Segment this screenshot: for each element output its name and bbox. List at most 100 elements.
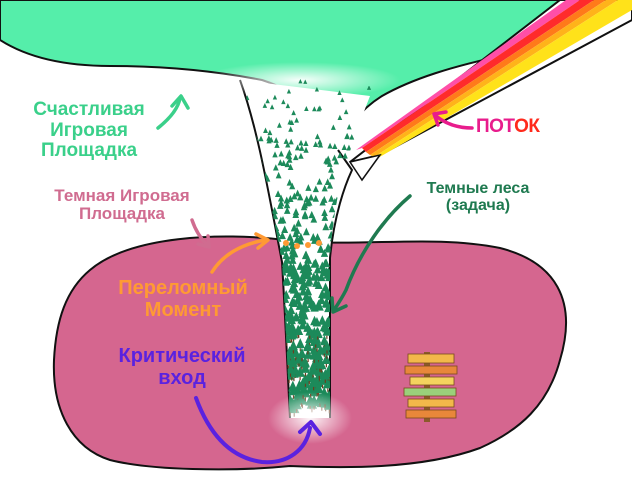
tree-icon bbox=[300, 356, 310, 367]
tree-icon bbox=[303, 341, 313, 352]
tree-icon bbox=[342, 152, 348, 159]
tree-icon bbox=[275, 171, 282, 179]
tree-icon bbox=[272, 151, 278, 158]
tree-icon bbox=[320, 248, 329, 257]
tree-icon bbox=[327, 142, 333, 149]
label-line: Счастливая bbox=[33, 99, 145, 120]
tree-icon bbox=[294, 189, 301, 197]
tree-icon bbox=[292, 210, 300, 219]
tree-icon bbox=[266, 135, 272, 141]
tree-icon bbox=[267, 129, 273, 136]
tree-icon bbox=[329, 172, 335, 180]
tree-icon bbox=[298, 275, 307, 285]
tree-icon bbox=[354, 138, 361, 145]
tree-icon bbox=[294, 117, 299, 123]
tree-icon bbox=[265, 98, 270, 104]
tree-icon bbox=[290, 249, 298, 258]
tree-icon bbox=[263, 127, 269, 133]
tree-icon bbox=[285, 362, 296, 374]
tree-trunk bbox=[327, 388, 329, 392]
tree-icon bbox=[323, 157, 329, 164]
label-flow-tail: ОК bbox=[514, 116, 540, 137]
tree-trunk bbox=[293, 377, 295, 382]
tree-trunk bbox=[320, 369, 323, 373]
tree-icon bbox=[319, 198, 326, 206]
tree-icon bbox=[313, 382, 324, 394]
tree-icon bbox=[283, 243, 291, 252]
label-flow: ПОТОК bbox=[476, 116, 540, 138]
label-line: Переломный bbox=[118, 277, 248, 299]
tree-icon bbox=[287, 119, 293, 125]
tree-icon bbox=[322, 317, 332, 327]
tree-icon bbox=[290, 223, 298, 232]
tree-icon bbox=[321, 282, 330, 292]
tree-icon bbox=[314, 299, 323, 309]
tree-icon bbox=[288, 340, 298, 351]
label-line: Момент bbox=[144, 298, 222, 321]
tree-icon bbox=[281, 258, 290, 268]
tree-icon bbox=[289, 182, 296, 190]
tree-icon bbox=[304, 254, 312, 264]
tree-icon bbox=[313, 264, 322, 274]
tree-icon bbox=[309, 300, 318, 310]
tree-icon bbox=[281, 99, 286, 105]
tree-icon bbox=[301, 210, 309, 218]
tree-trunk bbox=[297, 334, 299, 338]
tree-trunk bbox=[297, 362, 299, 366]
tree-icon bbox=[328, 166, 334, 173]
tree-icon bbox=[305, 325, 315, 336]
tree-icon bbox=[288, 255, 297, 264]
label-line: вход bbox=[158, 366, 206, 389]
tree-icon bbox=[280, 159, 287, 166]
label-flow-main: ПОТ bbox=[476, 116, 515, 137]
tree-icon bbox=[296, 236, 304, 245]
tree-icon bbox=[272, 164, 279, 171]
tree-icon bbox=[298, 152, 304, 159]
tree-icon bbox=[324, 243, 332, 252]
tree-icon bbox=[291, 346, 301, 358]
label-line: Площадка bbox=[79, 204, 165, 224]
tree-icon bbox=[282, 289, 291, 299]
tree-icon bbox=[301, 201, 308, 209]
tree-trunk bbox=[295, 357, 297, 361]
tree-icon bbox=[284, 321, 294, 332]
tree-icon bbox=[326, 160, 333, 167]
tree-icon bbox=[288, 241, 297, 250]
tree-trunk bbox=[289, 373, 292, 377]
label-dark-playground: Темная Игровая Площадка bbox=[22, 186, 222, 224]
turning-point-arrow bbox=[210, 238, 268, 274]
tree-icon bbox=[286, 88, 292, 94]
tree-icon bbox=[286, 156, 293, 163]
tree-icon bbox=[297, 347, 307, 359]
tree-icon bbox=[281, 225, 289, 234]
tree-icon bbox=[305, 184, 312, 191]
tree-icon bbox=[283, 206, 291, 214]
critical-entry-arrow bbox=[194, 396, 312, 465]
tree-icon bbox=[322, 258, 330, 267]
tree-icon bbox=[273, 137, 279, 143]
tree-icon bbox=[312, 106, 317, 112]
tree-icon bbox=[302, 291, 311, 301]
tree-icon bbox=[311, 334, 321, 345]
tree-trunk bbox=[287, 365, 289, 369]
tree-trunk bbox=[326, 355, 328, 359]
tree-trunk bbox=[324, 379, 326, 383]
tree-icon bbox=[328, 205, 336, 213]
tree-icon bbox=[279, 216, 287, 224]
tree-icon bbox=[288, 237, 296, 246]
tree-trunk bbox=[326, 350, 328, 354]
tree-icon bbox=[298, 314, 308, 325]
label-critical-entry: Критический вход bbox=[98, 345, 266, 389]
tree-icon bbox=[303, 146, 309, 153]
tree-icon bbox=[297, 193, 304, 201]
tree-icon bbox=[317, 105, 323, 111]
tree-icon bbox=[321, 184, 328, 192]
label-line: (задача) bbox=[445, 197, 511, 215]
tree-trunk bbox=[308, 342, 311, 347]
tree-icon bbox=[283, 196, 290, 204]
tree-icon bbox=[258, 135, 264, 142]
tree-icon bbox=[274, 142, 280, 148]
label-line: Игровая bbox=[50, 119, 128, 141]
tree-icon bbox=[298, 319, 308, 330]
